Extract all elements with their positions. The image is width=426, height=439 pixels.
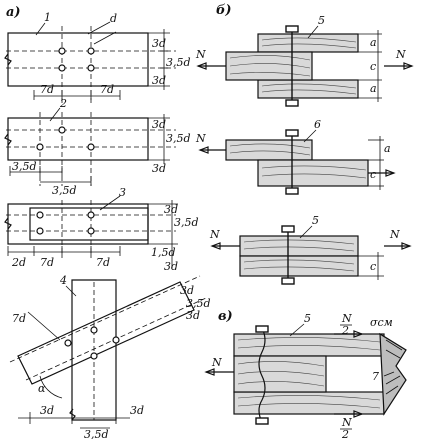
bolt-hole [36, 211, 44, 219]
part-label-5: 5 [304, 312, 311, 325]
dim-cover: a [370, 36, 377, 49]
dim-member: c [370, 260, 376, 273]
joint-single-cover: c 5 N N [209, 214, 412, 285]
dim-spacing: 7d [96, 256, 110, 269]
joint-double-cover: a c a 5 N N [195, 14, 414, 107]
cover-bottom [257, 79, 359, 99]
dim-spacing: 7d [12, 312, 26, 325]
bolt-hole [58, 126, 66, 134]
part-label-2: 2 [59, 97, 67, 110]
dim-edge: 3d [40, 404, 54, 417]
part-label-1: 1 [44, 11, 51, 24]
member-right [257, 159, 369, 187]
dim-row: 3,5d [166, 132, 191, 145]
plate-3 [7, 203, 149, 245]
force-label: N [395, 48, 406, 61]
overlay-plate [29, 207, 149, 241]
part-label-5: 5 [312, 214, 319, 227]
dim-edge: 3d [152, 74, 166, 87]
bolt-hole [87, 211, 95, 219]
bolt-hole [112, 336, 120, 344]
half-force-bottom-den: 2 [341, 428, 349, 439]
half-force-top-den: 2 [341, 324, 349, 337]
dim-spacing: 7d [40, 83, 54, 96]
part-label-5: 5 [318, 14, 325, 27]
hole-diameter-label: d [110, 12, 117, 25]
bolt-hole [87, 64, 95, 72]
dim-edge: 3d [152, 118, 166, 131]
break-mark-1 [4, 53, 12, 66]
cover-plate [239, 235, 359, 257]
dim-edge: 3d [152, 162, 166, 175]
bolt-hole [90, 352, 98, 360]
dim-member: a [384, 142, 391, 155]
bearing-stress-label: σсм [370, 316, 393, 329]
panel-label-v: в) [218, 309, 233, 324]
inclined-member [17, 281, 195, 385]
part-label-7: 7 [372, 370, 379, 383]
dim-edge: 3d [180, 284, 194, 297]
bolt-hole [87, 143, 95, 151]
main-plate [239, 255, 359, 277]
half-force-top-num: N [341, 312, 352, 325]
member-left [225, 139, 313, 161]
force-label: N [211, 356, 222, 369]
dim-member: c [370, 168, 376, 181]
dim-spacing: 3,5d [12, 160, 37, 173]
dim-offset: 1,5d [151, 246, 176, 259]
force-label: N [209, 228, 220, 241]
dim-row: 3,5d [186, 297, 211, 310]
bolt-layout-2: 2 3,5d 3,5d 3d 3,5d 3d [4, 97, 191, 197]
bolt-layout-1: 1 d 7d 7d 3d 3,5d 3d [4, 11, 191, 106]
force-label: N [195, 132, 206, 145]
break-mark-2 [4, 133, 12, 146]
dim-spacing: 2d [11, 256, 26, 269]
bolt-layout-3: 3 2d 7d 7d 3d 3,5d 1,5d 3d [4, 186, 199, 273]
dim-edge: 3d [130, 404, 144, 417]
bolt-hole [64, 339, 72, 347]
half-force-bottom-num: N [341, 416, 352, 429]
bearing-stress-diagram [379, 332, 407, 416]
dim-spacing: 3,5d [52, 184, 77, 197]
panel-label-a: а) [6, 5, 21, 20]
dim-row: 3,5d [174, 216, 199, 229]
angle-label: α [38, 382, 46, 395]
dim-core: c [370, 60, 376, 73]
dim-edge: 3d [152, 37, 166, 50]
bolt-hole [90, 326, 98, 334]
force-label: N [195, 48, 206, 61]
dim-row: 3,5d [166, 56, 191, 69]
dim-cover: a [370, 82, 377, 95]
dim-edge: 3d [164, 203, 178, 216]
plate-1 [7, 32, 149, 87]
bolt-hole [87, 227, 95, 235]
panel-label-b: б) [216, 3, 232, 18]
dim-edge: 3d [164, 260, 178, 273]
part-label-6: 6 [314, 118, 321, 131]
joint-bearing-stress: 5 7 N N 2 N 2 σсм [204, 312, 407, 439]
part-label-3: 3 [119, 186, 126, 199]
part-label-4: 4 [59, 274, 67, 287]
bolt-hole [36, 227, 44, 235]
bolt-hole [36, 143, 44, 151]
force-label: N [389, 228, 400, 241]
dim-spacing: 7d [40, 256, 54, 269]
break-mark-3 [4, 217, 12, 230]
dim-row: 3,5d [84, 428, 109, 439]
bolt-hole [58, 64, 66, 72]
joint-single-lap: a c 6 N [195, 118, 396, 195]
bolt-hole [58, 47, 66, 55]
dim-edge: 3d [186, 309, 200, 322]
plate-2 [7, 117, 149, 161]
bolt-hole [87, 47, 95, 55]
bolt-layout-4: 4 7d 3d 3,5d 3d α 3d 3d 3,5d [9, 274, 211, 439]
dim-spacing: 7d [100, 83, 114, 96]
cover-top [257, 33, 359, 53]
